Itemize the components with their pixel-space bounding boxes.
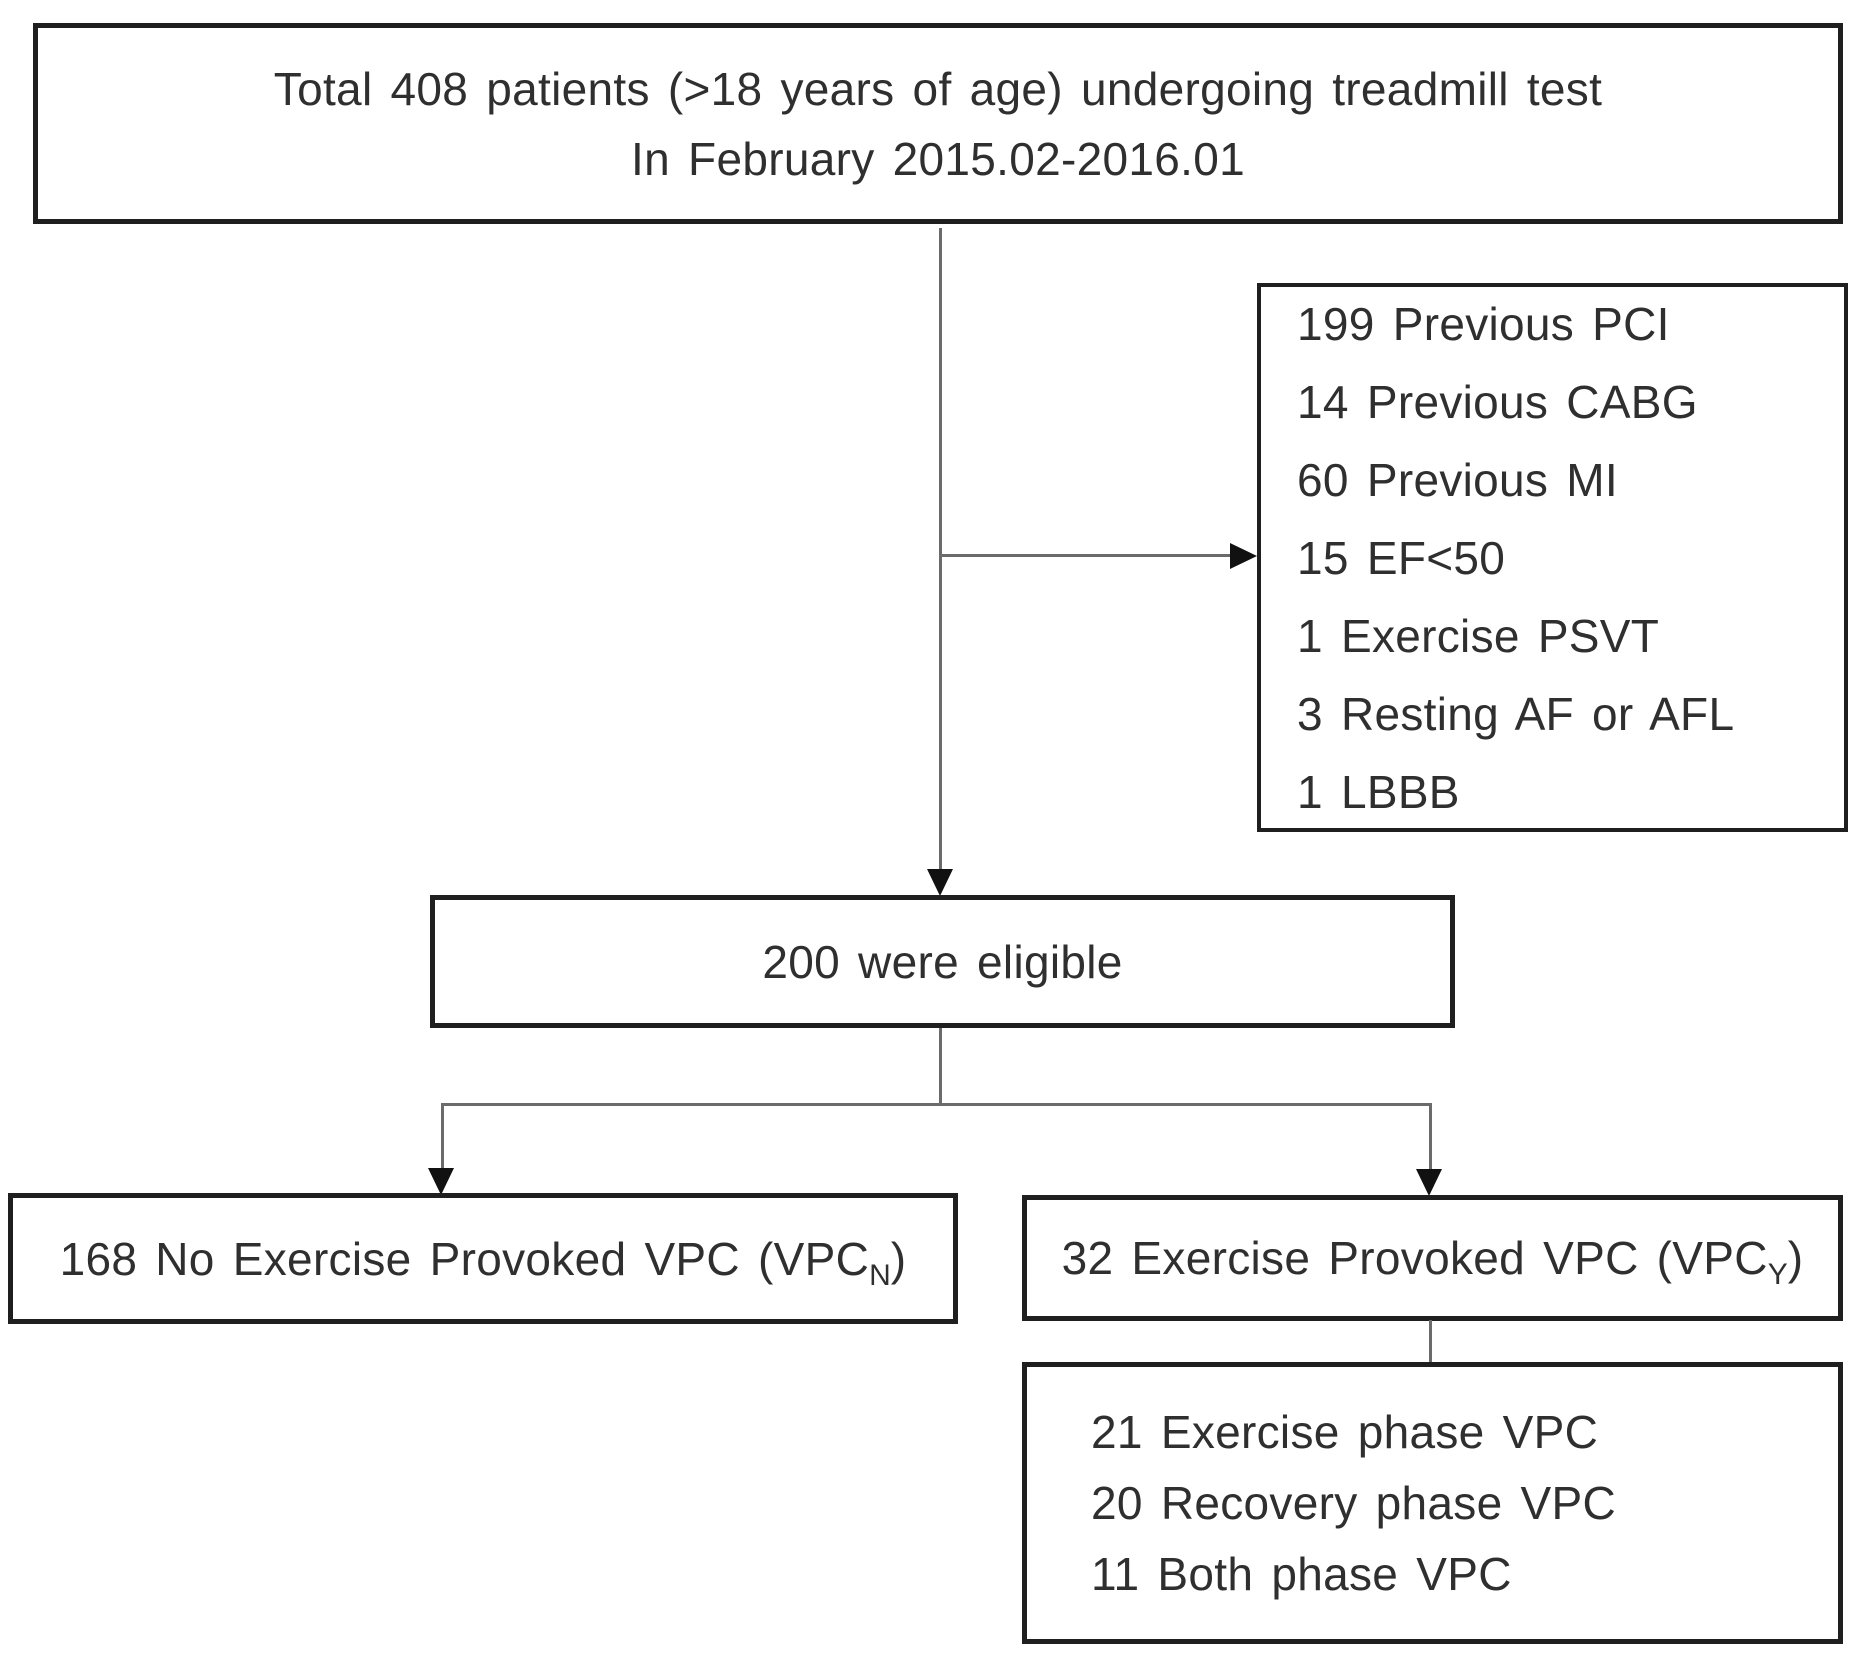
- exclusion-item: 1 Exercise PSVT: [1297, 609, 1660, 662]
- breakdown-item: 20 Recovery phase VPC: [1091, 1476, 1617, 1529]
- connector-vpc-to-breakdown: [1429, 1320, 1432, 1362]
- no-vpc-text: 168 No Exercise Provoked VPC (VPC: [59, 1232, 870, 1285]
- arrowhead-right-exclusions-icon: [1230, 543, 1257, 569]
- no-vpc-suffix: ): [890, 1232, 907, 1285]
- eligible-box: 200 were eligible: [430, 895, 1455, 1028]
- vpc-suffix: ): [1787, 1232, 1804, 1284]
- total-patients-box: Total 408 patients (>18 years of age) un…: [33, 23, 1843, 224]
- connector-split-horizontal: [442, 1103, 1432, 1106]
- arrowhead-down-vpc-icon: [1416, 1169, 1442, 1196]
- arrowhead-down-novpc-icon: [428, 1168, 454, 1195]
- total-patients-line2: In February 2015.02-2016.01: [631, 132, 1245, 185]
- arrowhead-down-eligible-icon: [927, 869, 953, 896]
- total-patients-line1: Total 408 patients (>18 years of age) un…: [273, 62, 1603, 115]
- eligible-label: 200 were eligible: [762, 935, 1123, 988]
- no-vpc-box: 168 No Exercise Provoked VPC (VPCN): [8, 1193, 958, 1324]
- connector-eligible-stem: [939, 1028, 942, 1105]
- vpc-label: 32 Exercise Provoked VPC (VPCY): [1061, 1231, 1804, 1291]
- exclusion-item: 60 Previous MI: [1297, 453, 1618, 506]
- exclusion-item: 1 LBBB: [1297, 765, 1460, 818]
- breakdown-item: 21 Exercise phase VPC: [1091, 1405, 1599, 1458]
- breakdown-item: 11 Both phase VPC: [1091, 1547, 1512, 1600]
- no-vpc-subscript: N: [869, 1258, 891, 1292]
- no-vpc-label: 168 No Exercise Provoked VPC (VPCN): [59, 1232, 907, 1292]
- vpc-breakdown-box: 21 Exercise phase VPC 20 Recovery phase …: [1022, 1362, 1843, 1644]
- exclusion-item: 199 Previous PCI: [1297, 297, 1670, 350]
- exclusions-box: 199 Previous PCI 14 Previous CABG 60 Pre…: [1257, 283, 1848, 832]
- exclusion-item: 15 EF<50: [1297, 531, 1506, 584]
- vpc-box: 32 Exercise Provoked VPC (VPCY): [1022, 1195, 1843, 1321]
- vpc-subscript: Y: [1767, 1258, 1788, 1291]
- exclusion-item: 3 Resting AF or AFL: [1297, 687, 1735, 740]
- connector-exclusions-branch: [939, 554, 1231, 557]
- connector-total-to-eligible: [939, 228, 942, 870]
- connector-right-drop: [1429, 1103, 1432, 1169]
- exclusion-item: 14 Previous CABG: [1297, 375, 1698, 428]
- connector-left-drop: [441, 1103, 444, 1169]
- vpc-text: 32 Exercise Provoked VPC (VPC: [1061, 1232, 1768, 1284]
